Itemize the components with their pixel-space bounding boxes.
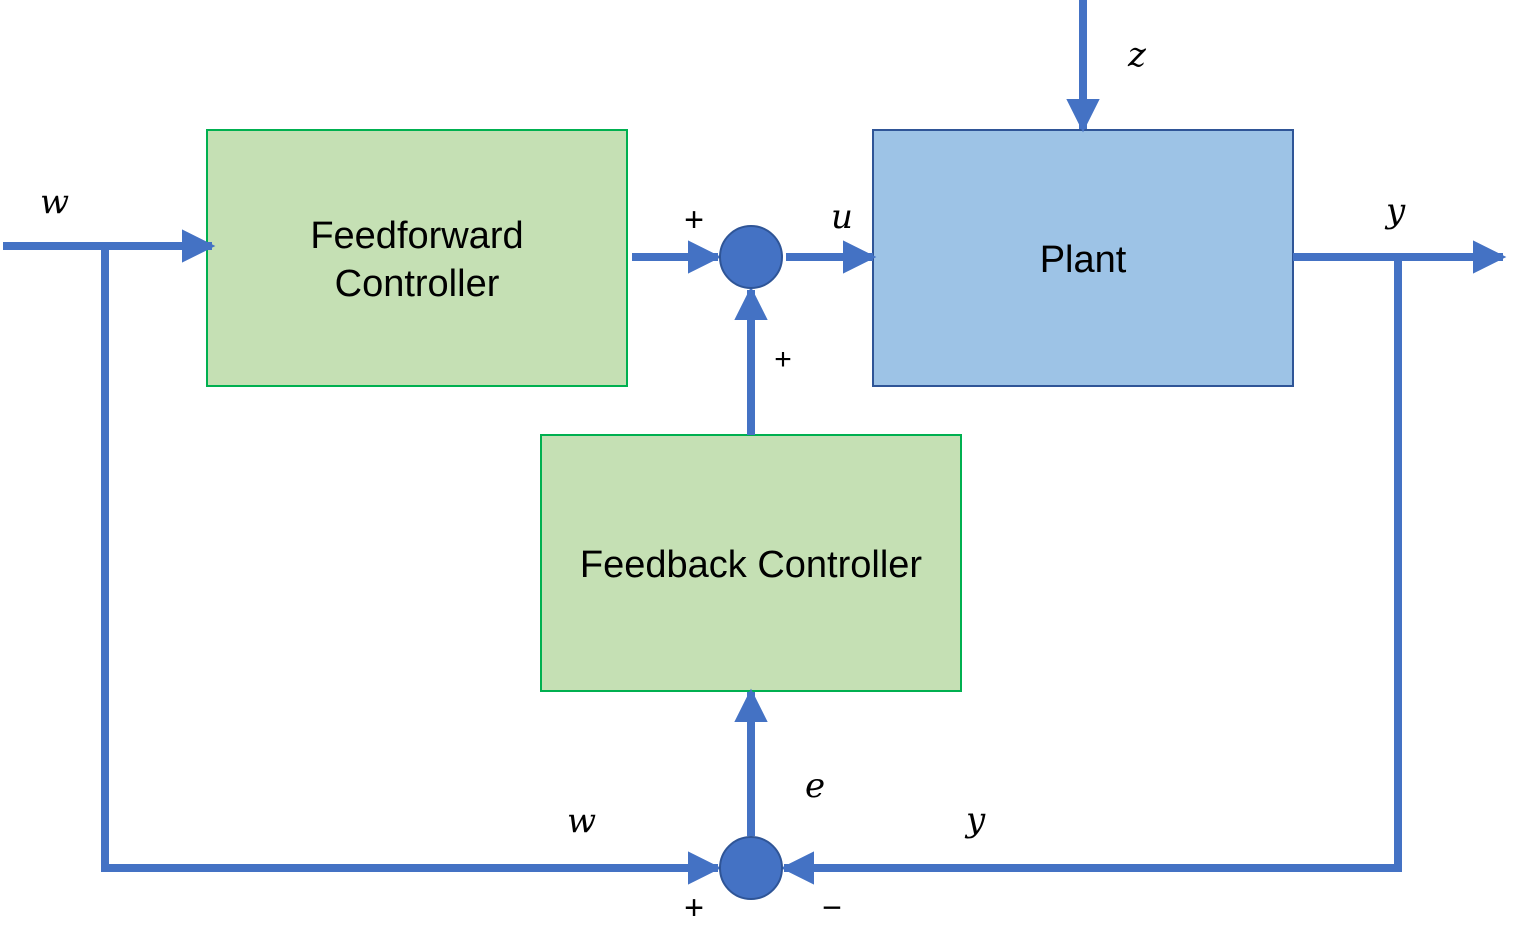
feedforward-controller-block	[206, 129, 628, 387]
plant-block	[872, 129, 1294, 387]
top-summing-junction	[719, 225, 783, 289]
feedback-controller-label: Feedback Controller	[580, 544, 923, 586]
bottom-junction-y-sign: −	[822, 889, 842, 927]
bottom-summing-junction	[719, 836, 783, 900]
feedforward-controller-label-line2: Controller	[335, 263, 500, 305]
y-feedback-path	[780, 257, 1402, 885]
w-loop-label: w	[567, 801, 596, 841]
feedback-controller-block	[540, 434, 962, 692]
top-junction-feedback-sign: +	[774, 343, 792, 376]
e-label: e	[805, 766, 825, 806]
z-label: z	[1127, 35, 1147, 75]
bottom-junction-w-sign: +	[684, 889, 704, 927]
w-input-label: w	[40, 182, 69, 222]
top-junction-feedforward-sign: +	[684, 201, 704, 239]
feedforward-controller-label-line1: Feedforward	[310, 215, 523, 257]
u-label: u	[831, 197, 853, 237]
plant-label: Plant	[1040, 239, 1127, 281]
w-feedback-path	[101, 246, 722, 885]
y-output-label: y	[1384, 191, 1406, 231]
y-loop-label: y	[964, 800, 986, 840]
